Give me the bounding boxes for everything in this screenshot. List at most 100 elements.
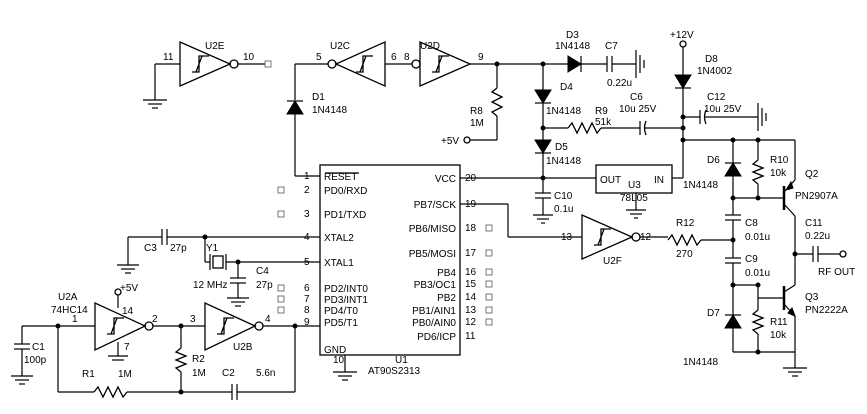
resistor-r1-value: 1M	[118, 369, 132, 380]
resistor-r12-ref: R12	[676, 218, 695, 229]
mcu-pin-name: PD3/INT1	[324, 295, 368, 306]
mcu-pin-name: PD4/T0	[324, 306, 358, 317]
diode-d5: D5 1N4148	[534, 139, 581, 178]
mcu-pin-name: PB7/SCK	[414, 200, 457, 211]
mcu-pin-number: 9	[304, 317, 310, 328]
gate-u2c: U2C 6 5	[316, 40, 397, 88]
mcu-pin-number: 7	[304, 294, 310, 305]
mcu-pin-name: PB0/AIN0	[412, 318, 456, 329]
mcu-pin-number: 16	[465, 267, 477, 278]
diode-d6: D6 1N4148	[683, 140, 742, 205]
capacitor-c9: C9 0.01u	[725, 240, 770, 285]
rail-plus12: +12V	[670, 30, 694, 48]
capacitor-c6-ref: C6	[630, 92, 643, 103]
mcu-pin-name: PB3/OC1	[414, 280, 457, 291]
mcu-pin-number: 13	[465, 305, 477, 316]
unconnected-pin	[485, 268, 493, 276]
diode-d1-part: 1N4148	[312, 105, 347, 116]
capacitor-c1: C1 100p	[11, 326, 47, 385]
diode-d3-ref: D3	[566, 30, 579, 41]
regulator-ref: U3	[628, 180, 641, 191]
mcu-pin-name: PD5/T1	[324, 318, 358, 329]
ground-symbol	[783, 367, 807, 377]
capacitor-c11-ref: C11	[805, 218, 823, 229]
gate-u2c-pin-in: 6	[391, 52, 397, 63]
resistor-r8-value: 1M	[470, 118, 484, 129]
crystal-y1: Y1 12 MHz	[193, 234, 320, 291]
resistor-r1: R1 1M	[58, 369, 181, 399]
diode-d4: D4 1N4148	[534, 64, 581, 140]
crystal-y1-value: 12 MHz	[193, 280, 227, 291]
capacitor-c12-value: 10u 25V	[704, 104, 742, 115]
mcu-pin-name: XTAL2	[324, 233, 354, 244]
capacitor-c2: C2 5.6n	[181, 326, 296, 400]
transistor-q2-ref: Q2	[805, 169, 819, 180]
mcu-pin-number: 15	[465, 279, 477, 290]
capacitor-c10-ref: C10	[554, 191, 573, 202]
gate-u2e-ref: U2E	[205, 41, 225, 52]
mcu-pin-name: RESET	[324, 172, 357, 183]
regulator-in-label: IN	[654, 175, 664, 186]
diode-d1: D1 1N4148	[286, 64, 347, 177]
capacitor-c2-value: 5.6n	[256, 368, 275, 379]
capacitor-c1-value: 100p	[24, 355, 47, 366]
capacitor-c12-ref: C12	[707, 92, 726, 103]
unconnected-pin	[485, 318, 493, 326]
gate-u2e: U2E 11 10	[143, 41, 272, 109]
diode-d7: D7 1N4148	[683, 285, 742, 368]
rf-out-label: RF OUT	[818, 267, 855, 278]
unconnected-pin	[277, 295, 285, 303]
capacitor-c4-value: 27p	[256, 280, 273, 291]
mcu-pin-number: 18	[465, 223, 477, 234]
capacitor-c11: C11 0.22u	[795, 218, 840, 262]
capacitor-c3: C3 27p	[117, 229, 187, 274]
gate-u2d-pin-out: 9	[478, 52, 484, 63]
mcu-pin-number: 20	[465, 173, 477, 184]
mcu-pin-number: 2	[304, 185, 310, 196]
mcu-pin-number: 8	[304, 305, 310, 316]
crystal-y1-ref: Y1	[206, 243, 219, 254]
gate-u2a-pin-in: 1	[72, 314, 78, 325]
mcu-pin-name: VCC	[435, 174, 456, 185]
mcu-pin-number: 17	[465, 248, 477, 259]
mcu-pin-number: 6	[304, 283, 310, 294]
gate-u2f-pin-in: 13	[561, 232, 573, 243]
diode-d6-ref: D6	[707, 155, 720, 166]
capacitor-c12: C12 10u 25V	[683, 92, 767, 131]
mcu-pin-name: PB4	[437, 268, 456, 279]
resistor-r11: R11 10k	[751, 285, 788, 352]
diode-d4-ref: D4	[560, 82, 573, 93]
regulator-u3: OUT IN U3 78L05	[595, 164, 683, 219]
transistor-q2-part: PN2907A	[795, 191, 838, 202]
resistor-r1-ref: R1	[82, 369, 95, 380]
resistor-r12-value: 270	[676, 249, 693, 260]
unconnected-pin	[277, 306, 285, 314]
unconnected-pin	[277, 210, 285, 218]
capacitor-c4-ref: C4	[256, 266, 269, 277]
diode-d8-part: 1N4002	[697, 66, 732, 77]
mcu-pin-name: XTAL1	[324, 258, 354, 269]
transistor-q3: Q3 PN2222A	[782, 284, 848, 368]
diode-d8-ref: D8	[705, 54, 718, 65]
resistor-r2: R2 1M	[174, 326, 206, 392]
diode-d1-ref: D1	[312, 92, 325, 103]
resistor-r8-ref: R8	[470, 106, 483, 117]
unconnected-pin	[485, 280, 493, 288]
rail-plus5-b-label: +5V	[441, 136, 459, 147]
capacitor-c4: C4 27p	[227, 259, 273, 307]
capacitor-c9-ref: C9	[745, 254, 758, 265]
mcu-pin-name: PD0/RXD	[324, 186, 367, 197]
gate-u2b-pin-out: 4	[265, 314, 271, 325]
gate-u2a-gnd-pin: 7	[124, 342, 130, 353]
diode-d7-ref: D7	[707, 308, 720, 319]
mcu-pin-name: PB1/AIN1	[412, 306, 456, 317]
resistor-r10: R10 10k	[751, 140, 789, 199]
capacitor-c10: C10 0.1u	[533, 178, 573, 224]
capacitor-c8: C8 0.01u	[725, 205, 770, 243]
rail-plus12-label: +12V	[670, 30, 694, 41]
unconnected-pin	[277, 186, 285, 194]
ground-symbol	[333, 371, 357, 381]
resistor-r11-ref: R11	[770, 317, 788, 328]
